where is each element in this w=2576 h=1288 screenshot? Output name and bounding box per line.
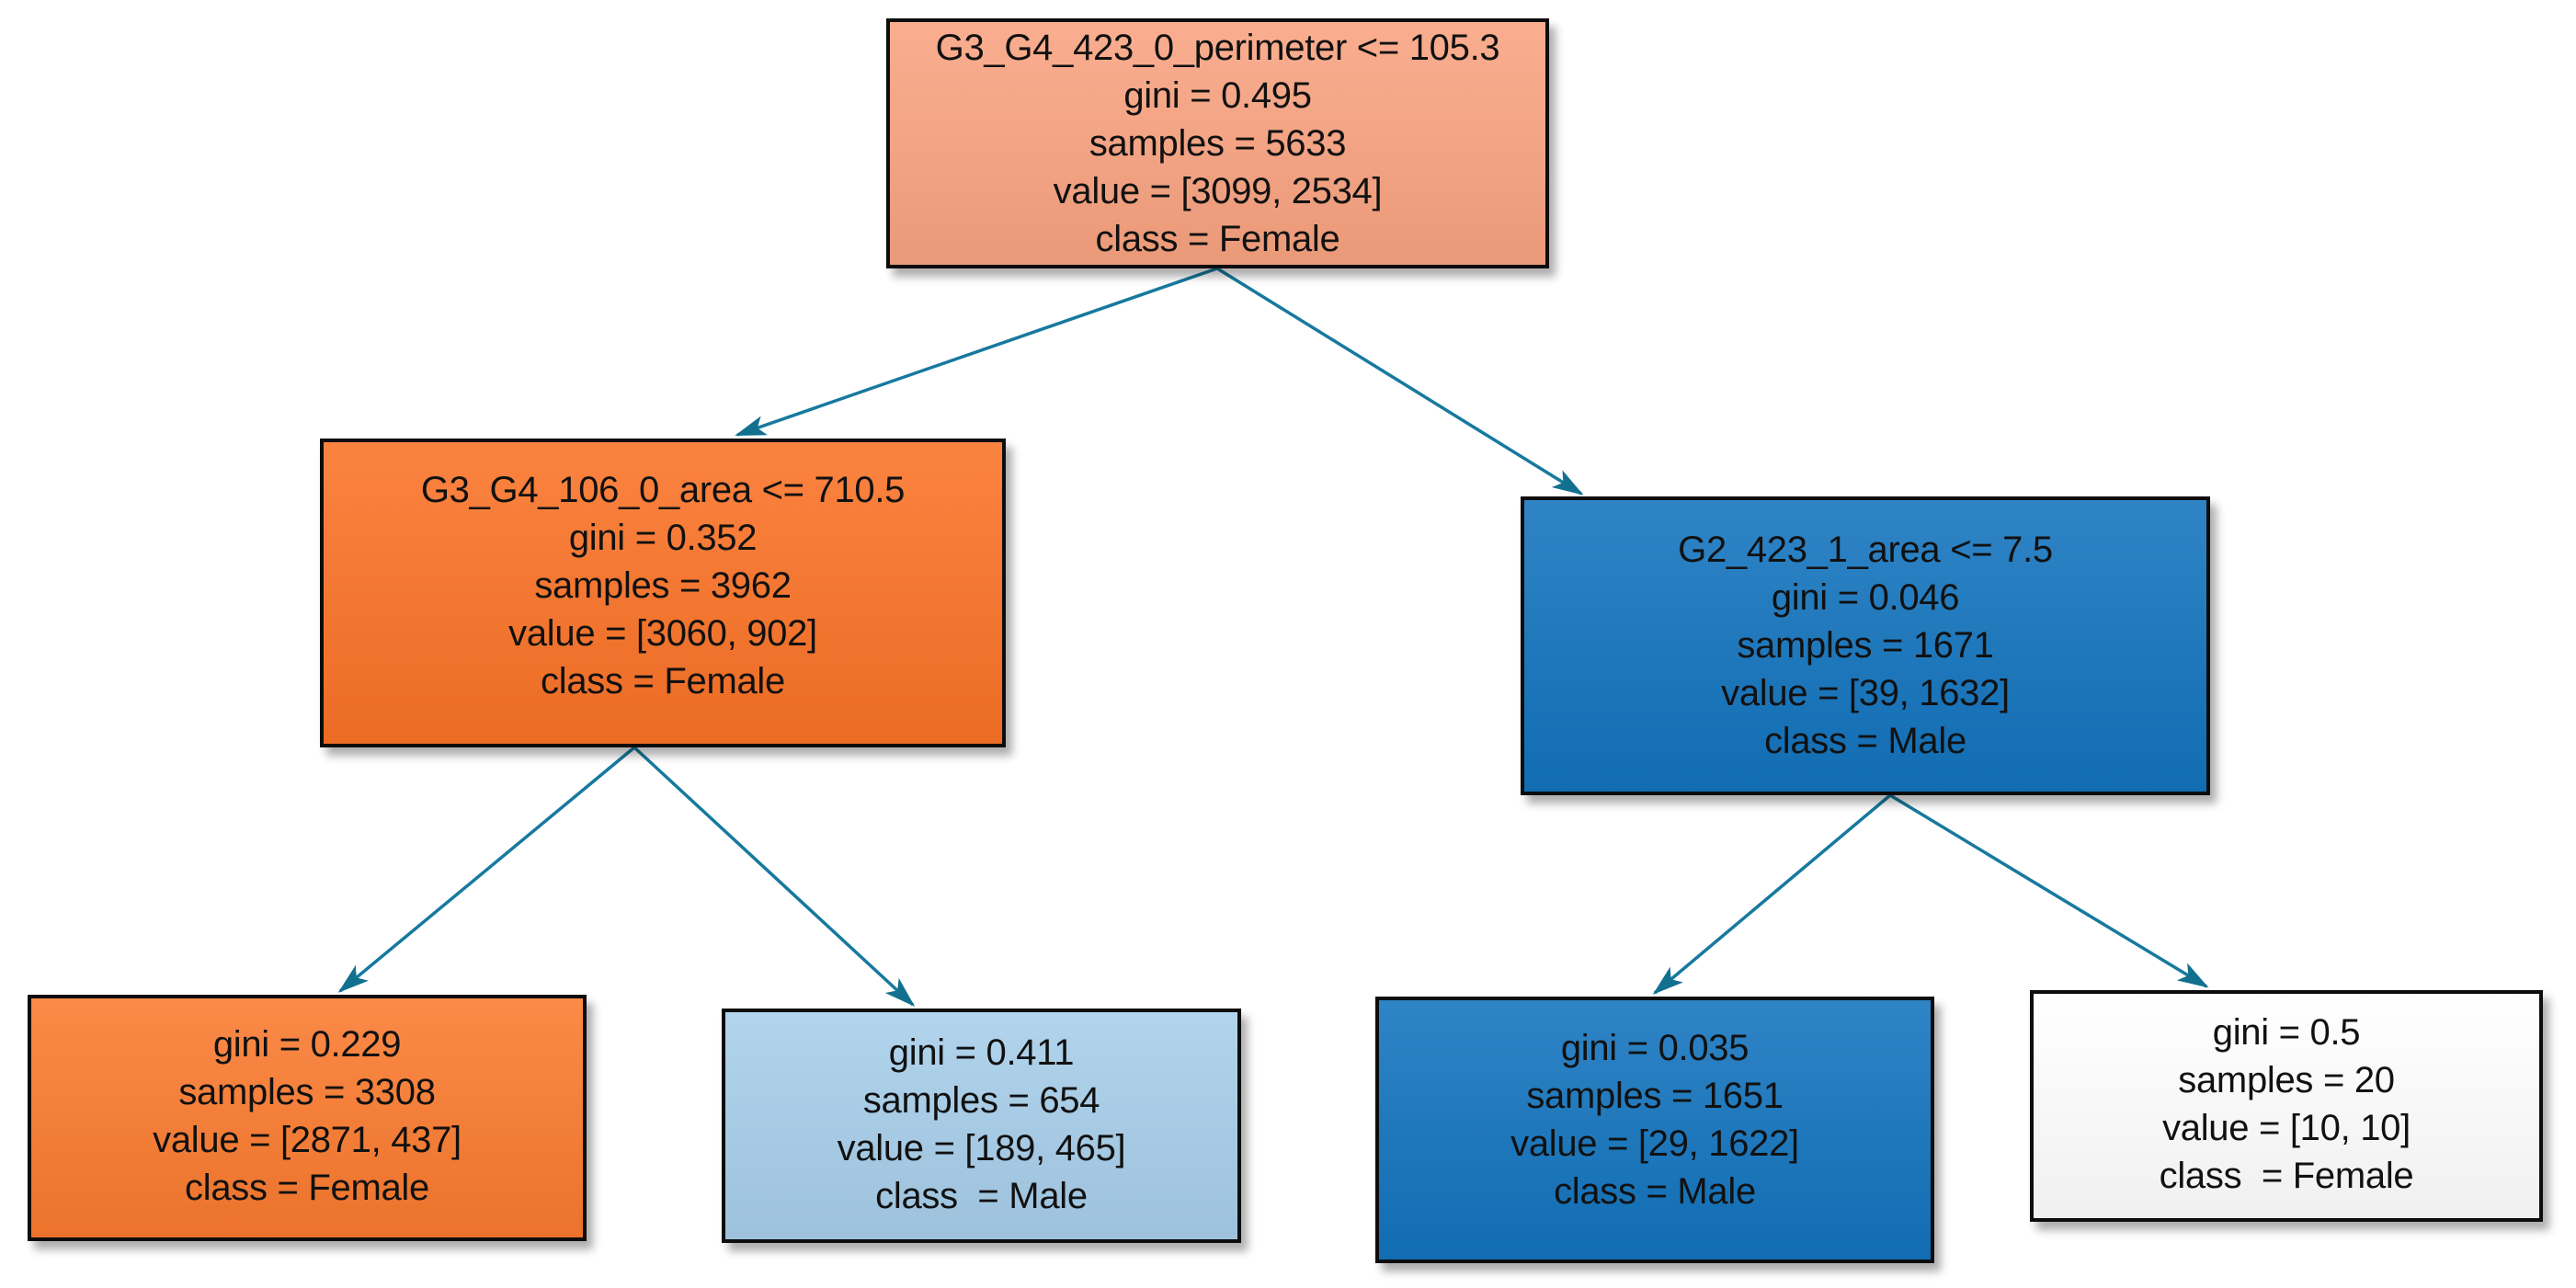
tree-leaf-1: gini = 0.229 samples = 3308 value = [287… (28, 995, 587, 1241)
edge-right-child-to-leaf3 (1652, 793, 1892, 995)
edge-root-to-left-child (735, 267, 1218, 437)
value-line: value = [10, 10] (2162, 1108, 2411, 1148)
edge-left-child-to-leaf2 (633, 746, 916, 1008)
edge-right-child-to-leaf4 (1889, 793, 2209, 988)
samples-line: samples = 1671 (1737, 625, 1994, 666)
class-line: class = Male (1554, 1171, 1756, 1212)
value-line: value = [3099, 2534] (1053, 171, 1383, 211)
gini-line: gini = 0.035 (1560, 1028, 1750, 1068)
gini-line: gini = 0.046 (1771, 577, 1960, 618)
samples-line: samples = 3308 (178, 1072, 436, 1112)
class-line: class = Female (2159, 1156, 2414, 1196)
tree-node-split-left: G3_G4_106_0_area <= 710.5 gini = 0.352 s… (320, 439, 1006, 747)
edge-left-child-to-leaf1 (337, 746, 636, 993)
tree-node-split-right: G2_423_1_area <= 7.5 gini = 0.046 sample… (1521, 496, 2210, 795)
class-line: class = Female (541, 661, 785, 701)
value-line: value = [3060, 902] (508, 613, 817, 654)
tree-leaf-2: gini = 0.411 samples = 654 value = [189,… (722, 1009, 1241, 1243)
tree-leaf-3: gini = 0.035 samples = 1651 value = [29,… (1375, 997, 1934, 1263)
class-line: class = Male (1764, 721, 1966, 761)
samples-line: samples = 5633 (1089, 123, 1347, 164)
tree-leaf-4: gini = 0.5 samples = 20 value = [10, 10]… (2030, 990, 2543, 1222)
value-line: value = [189, 465] (837, 1128, 1126, 1168)
samples-line: samples = 1651 (1526, 1076, 1784, 1116)
samples-line: samples = 654 (862, 1080, 1100, 1121)
class-line: class = Female (1095, 219, 1340, 259)
class-line: class = Male (875, 1176, 1088, 1216)
split-condition-line: G2_423_1_area <= 7.5 (1678, 530, 2053, 570)
split-condition-line: G3_G4_106_0_area <= 710.5 (420, 470, 906, 510)
split-condition-line: G3_G4_423_0_perimeter <= 105.3 (935, 28, 1500, 68)
gini-line: gini = 0.411 (888, 1032, 1075, 1073)
samples-line: samples = 20 (2178, 1060, 2395, 1100)
value-line: value = [2871, 437] (153, 1120, 462, 1160)
value-line: value = [29, 1622] (1510, 1123, 1799, 1164)
gini-line: gini = 0.5 (2212, 1012, 2361, 1053)
samples-line: samples = 3962 (534, 565, 792, 606)
tree-node-root: G3_G4_423_0_perimeter <= 105.3 gini = 0.… (886, 18, 1549, 268)
gini-line: gini = 0.495 (1123, 75, 1312, 116)
gini-line: gini = 0.352 (568, 518, 758, 558)
gini-line: gini = 0.229 (212, 1024, 402, 1065)
class-line: class = Female (185, 1168, 429, 1208)
value-line: value = [39, 1632] (1721, 673, 2010, 713)
edge-root-to-right-child (1216, 267, 1584, 496)
